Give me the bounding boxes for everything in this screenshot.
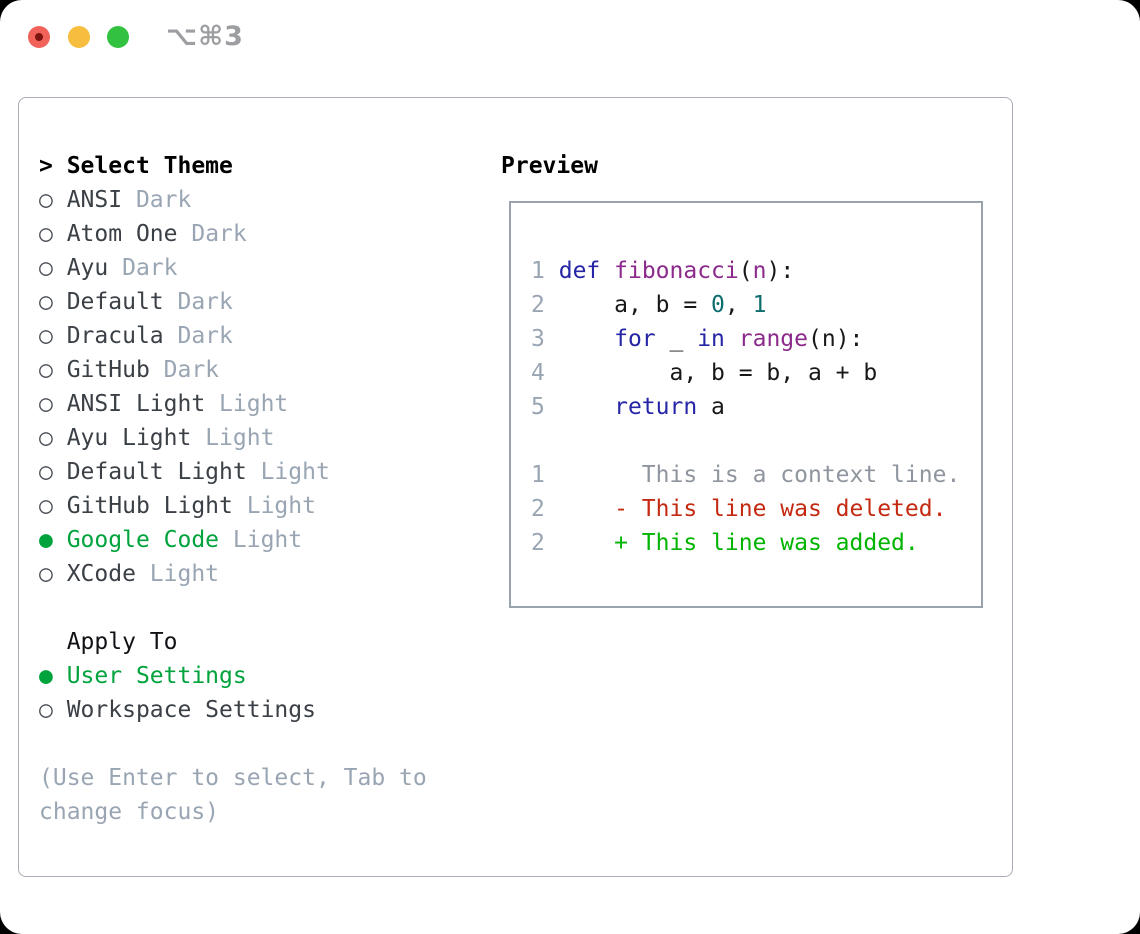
apply-to-options: ● User Settings○ Workspace Settings <box>39 659 479 727</box>
theme-option[interactable]: ○ Ayu Dark <box>39 251 479 285</box>
titlebar: ⌥⌘3 <box>0 0 1140 74</box>
theme-name: ANSI <box>52 187 136 213</box>
theme-name: ANSI Light <box>52 391 220 417</box>
apply-to-option[interactable]: ○ Workspace Settings <box>39 693 479 727</box>
radio-selected-icon: ● <box>39 663 53 689</box>
apply-to-header: Apply To <box>66 629 178 655</box>
line-number: 1 <box>531 462 545 488</box>
diff-text: This is a context line. <box>558 462 961 488</box>
theme-variant: Light <box>149 561 220 587</box>
diff-line-added: 2 + This line was added. <box>531 526 981 560</box>
diff-text: - This line was deleted. <box>558 496 947 522</box>
theme-variant: Dark <box>122 255 178 281</box>
radio-icon: ○ <box>39 459 53 485</box>
theme-option[interactable]: ○ ANSI Dark <box>39 183 479 217</box>
spacer <box>531 424 981 458</box>
window-title: ⌥⌘3 <box>166 21 244 52</box>
close-dot-icon <box>35 33 43 41</box>
theme-variant: Light <box>205 425 275 451</box>
theme-variant: Dark <box>177 289 233 315</box>
line-number: 4 <box>531 360 545 386</box>
radio-icon: ○ <box>39 187 53 213</box>
apply-to-option[interactable]: ● User Settings <box>39 659 479 693</box>
theme-variant: Dark <box>163 357 220 383</box>
radio-selected-icon: ● <box>39 527 53 553</box>
line-number: 1 <box>531 258 545 284</box>
theme-name: Google Code <box>52 527 233 553</box>
radio-icon: ○ <box>39 289 53 315</box>
code-line: 3 for _ in range(n): <box>531 326 864 352</box>
theme-variant: Dark <box>135 187 192 213</box>
theme-option[interactable]: ○ XCode Light <box>39 557 479 591</box>
theme-variant: Light <box>260 459 330 485</box>
radio-icon: ○ <box>39 425 53 451</box>
theme-name: Default <box>52 289 178 315</box>
select-theme-title: Select Theme <box>66 153 233 179</box>
diff-line-context: 1 This is a context line. <box>531 458 981 492</box>
spacer <box>39 591 479 625</box>
theme-variant: Light <box>246 493 316 519</box>
radio-icon: ○ <box>39 221 53 247</box>
radio-icon: ○ <box>39 493 53 519</box>
line-number: 2 <box>531 530 545 556</box>
theme-name: Default Light <box>52 459 261 485</box>
theme-option[interactable]: ○ GitHub Dark <box>39 353 479 387</box>
diff-line-deleted: 2 - This line was deleted. <box>531 492 981 526</box>
theme-name: Dracula <box>52 323 178 349</box>
radio-icon: ○ <box>39 391 53 417</box>
theme-list: > Select Theme ○ ANSI Dark○ Atom One Dar… <box>39 149 479 829</box>
cursor-icon: > <box>39 153 67 179</box>
theme-option[interactable]: ○ Ayu Light Light <box>39 421 479 455</box>
line-number: 3 <box>531 326 545 352</box>
theme-variant: Light <box>232 527 303 553</box>
help-text: (Use Enter to select, Tab to change focu… <box>39 765 427 825</box>
theme-option[interactable]: ● Google Code Light <box>39 523 479 557</box>
close-button[interactable] <box>28 26 50 48</box>
apply-to-label: Workspace Settings <box>52 697 316 723</box>
code-line: 2 a, b = 0, 1 <box>531 292 767 318</box>
theme-option[interactable]: ○ Default Dark <box>39 285 479 319</box>
apply-to-label: User Settings <box>52 663 247 689</box>
theme-option[interactable]: ○ Atom One Dark <box>39 217 479 251</box>
zoom-button[interactable] <box>107 26 129 48</box>
diff-preview: 1 This is a context line.2 - This line w… <box>531 458 981 560</box>
code-line: 1 def fibonacci(n): <box>531 258 795 284</box>
theme-selector-panel: > Select Theme ○ ANSI Dark○ Atom One Dar… <box>18 97 1013 877</box>
theme-name: Atom One <box>52 221 192 247</box>
preview-box: 1 def fibonacci(n): 2 a, b = 0, 1 3 for _ … <box>509 201 983 608</box>
diff-text: + This line was added. <box>558 530 919 556</box>
radio-icon: ○ <box>39 323 53 349</box>
theme-name: Ayu <box>52 255 123 281</box>
theme-option[interactable]: ○ ANSI Light Light <box>39 387 479 421</box>
line-number: 2 <box>531 496 545 522</box>
select-theme-header: > Select Theme <box>39 149 479 183</box>
line-number: 5 <box>531 394 545 420</box>
minimize-button[interactable] <box>68 26 90 48</box>
theme-name: Ayu Light <box>52 425 206 451</box>
theme-options: ○ ANSI Dark○ Atom One Dark○ Ayu Dark○ De… <box>39 183 479 591</box>
code-preview: 1 def fibonacci(n): 2 a, b = 0, 1 3 for _ … <box>531 254 981 424</box>
theme-variant: Dark <box>177 323 233 349</box>
radio-icon: ○ <box>39 255 53 281</box>
theme-variant: Dark <box>191 221 247 247</box>
code-line: 4 a, b = b, a + b <box>531 360 878 386</box>
theme-name: GitHub <box>52 357 164 383</box>
theme-variant: Light <box>219 391 289 417</box>
radio-icon: ○ <box>39 697 53 723</box>
radio-icon: ○ <box>39 561 53 587</box>
theme-option[interactable]: ○ Dracula Dark <box>39 319 479 353</box>
line-number: 2 <box>531 292 545 318</box>
theme-name: XCode <box>52 561 150 587</box>
preview-title: Preview <box>501 153 598 179</box>
code-line: 5 return a <box>531 394 725 420</box>
theme-name: GitHub Light <box>52 493 247 519</box>
radio-icon: ○ <box>39 357 53 383</box>
theme-option[interactable]: ○ Default Light Light <box>39 455 479 489</box>
theme-option[interactable]: ○ GitHub Light Light <box>39 489 479 523</box>
